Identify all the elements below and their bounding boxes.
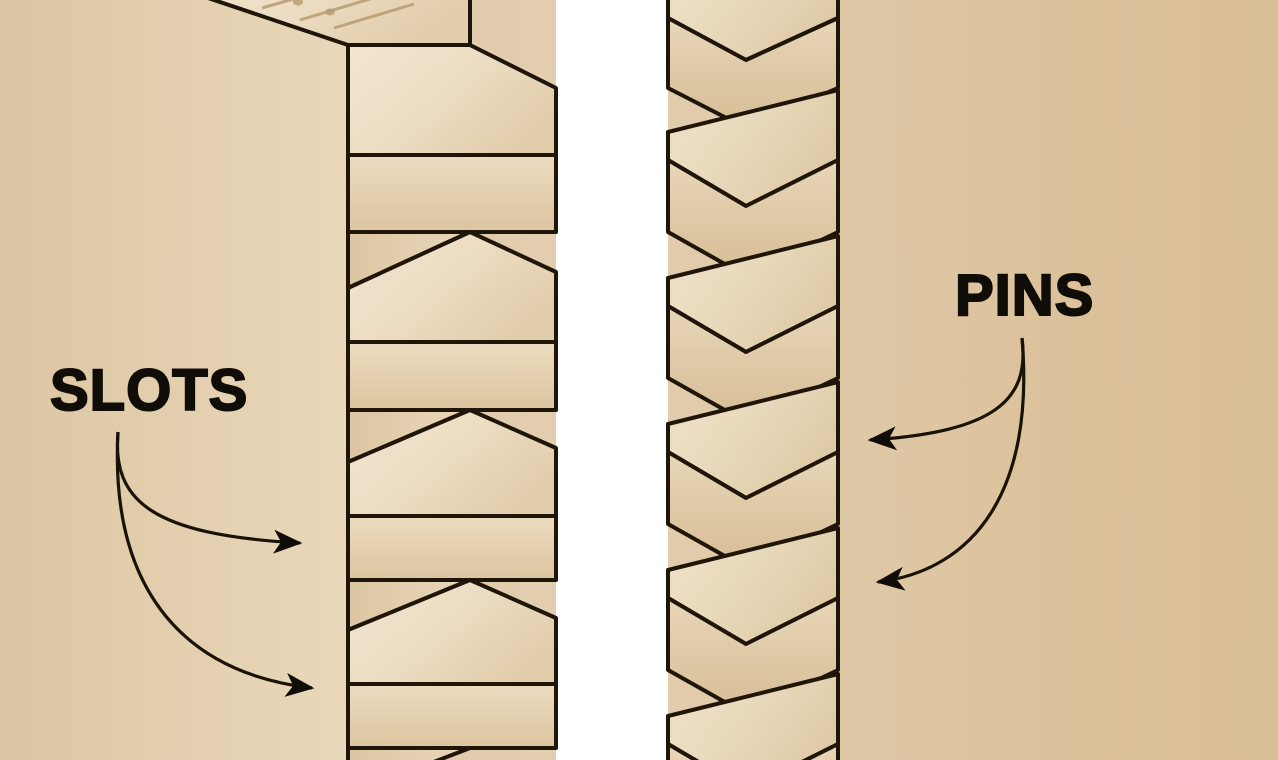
right-pin-0: [666, 0, 840, 130]
slots-leader-line-lower: [115, 431, 315, 697]
right-pin-5: [666, 672, 840, 760]
left-socket-4: [346, 746, 472, 760]
right-pin-board: [666, 0, 840, 760]
left-tail-2: [346, 230, 558, 412]
left-tail-1: [346, 43, 558, 234]
left-board-body: [0, 0, 348, 760]
left-tail-board: [0, 0, 558, 760]
annotation-pins: PINS: [867, 262, 1094, 591]
pins-label: PINS: [955, 263, 1094, 328]
slots-label: SLOTS: [50, 358, 248, 423]
left-tail-4: [346, 578, 558, 750]
left-tail-3: [346, 408, 558, 582]
pins-leader-line-lower: [875, 337, 1026, 591]
joint-gap: [556, 0, 668, 760]
annotation-slots: SLOTS: [49, 357, 315, 697]
